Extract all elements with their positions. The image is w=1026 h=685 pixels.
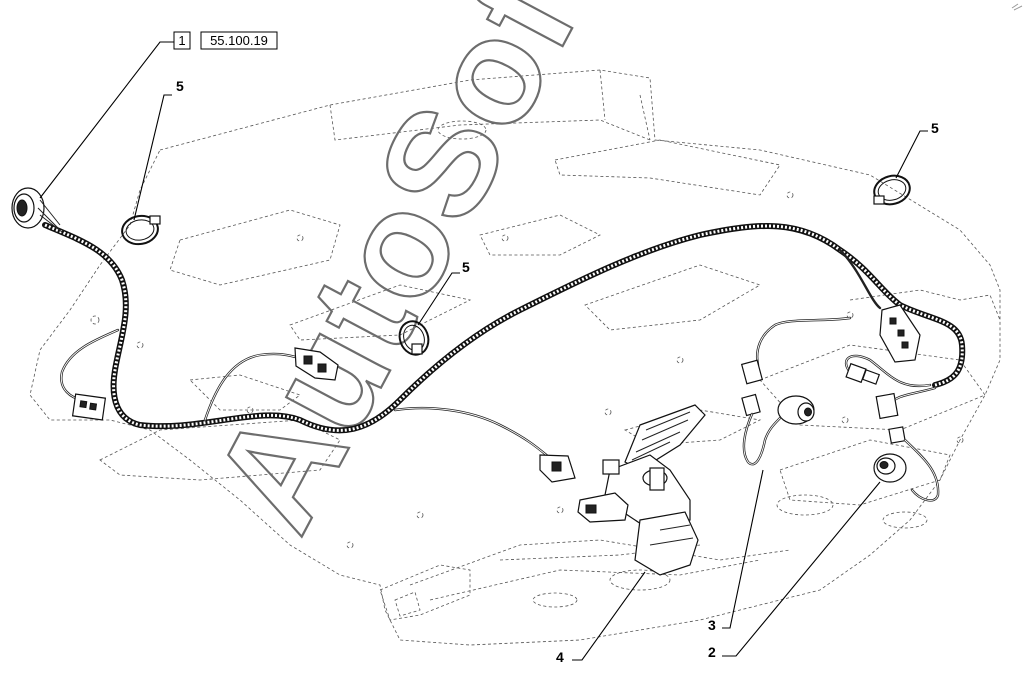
cab-floor-outline — [29, 69, 1001, 646]
round-connector — [11, 187, 63, 233]
pressure-sensor-two — [873, 453, 907, 483]
callout-pedal-four: 4 — [556, 649, 564, 665]
callout-clip-center: 5 — [462, 259, 470, 275]
connector-mid — [294, 347, 339, 381]
cable-clip-top-right — [873, 174, 911, 206]
connector-center-low — [539, 454, 576, 483]
main-wiring-harness — [11, 187, 966, 483]
sensor-connector-a — [845, 362, 881, 385]
callout-clip-top-right: 5 — [931, 120, 939, 136]
reference-box: 1 55.100.19 — [173, 31, 278, 50]
sensor-three-assembly — [740, 359, 815, 466]
accelerator-pedal — [577, 404, 706, 576]
callout-clip-top-left: 5 — [176, 78, 184, 94]
callout-sensor-two: 2 — [708, 644, 716, 660]
ref-number: 1 — [178, 33, 185, 48]
callout-sensor-three: 3 — [708, 617, 716, 633]
connector-left — [71, 393, 107, 421]
sensor-connector-b — [875, 392, 940, 502]
leader-lines — [39, 41, 928, 661]
connector-right-multi — [879, 304, 921, 363]
corner-mark — [1011, 3, 1023, 11]
cable-clip-center — [398, 320, 430, 356]
cable-clip-top-left — [121, 214, 161, 246]
ref-code: 55.100.19 — [210, 33, 268, 48]
